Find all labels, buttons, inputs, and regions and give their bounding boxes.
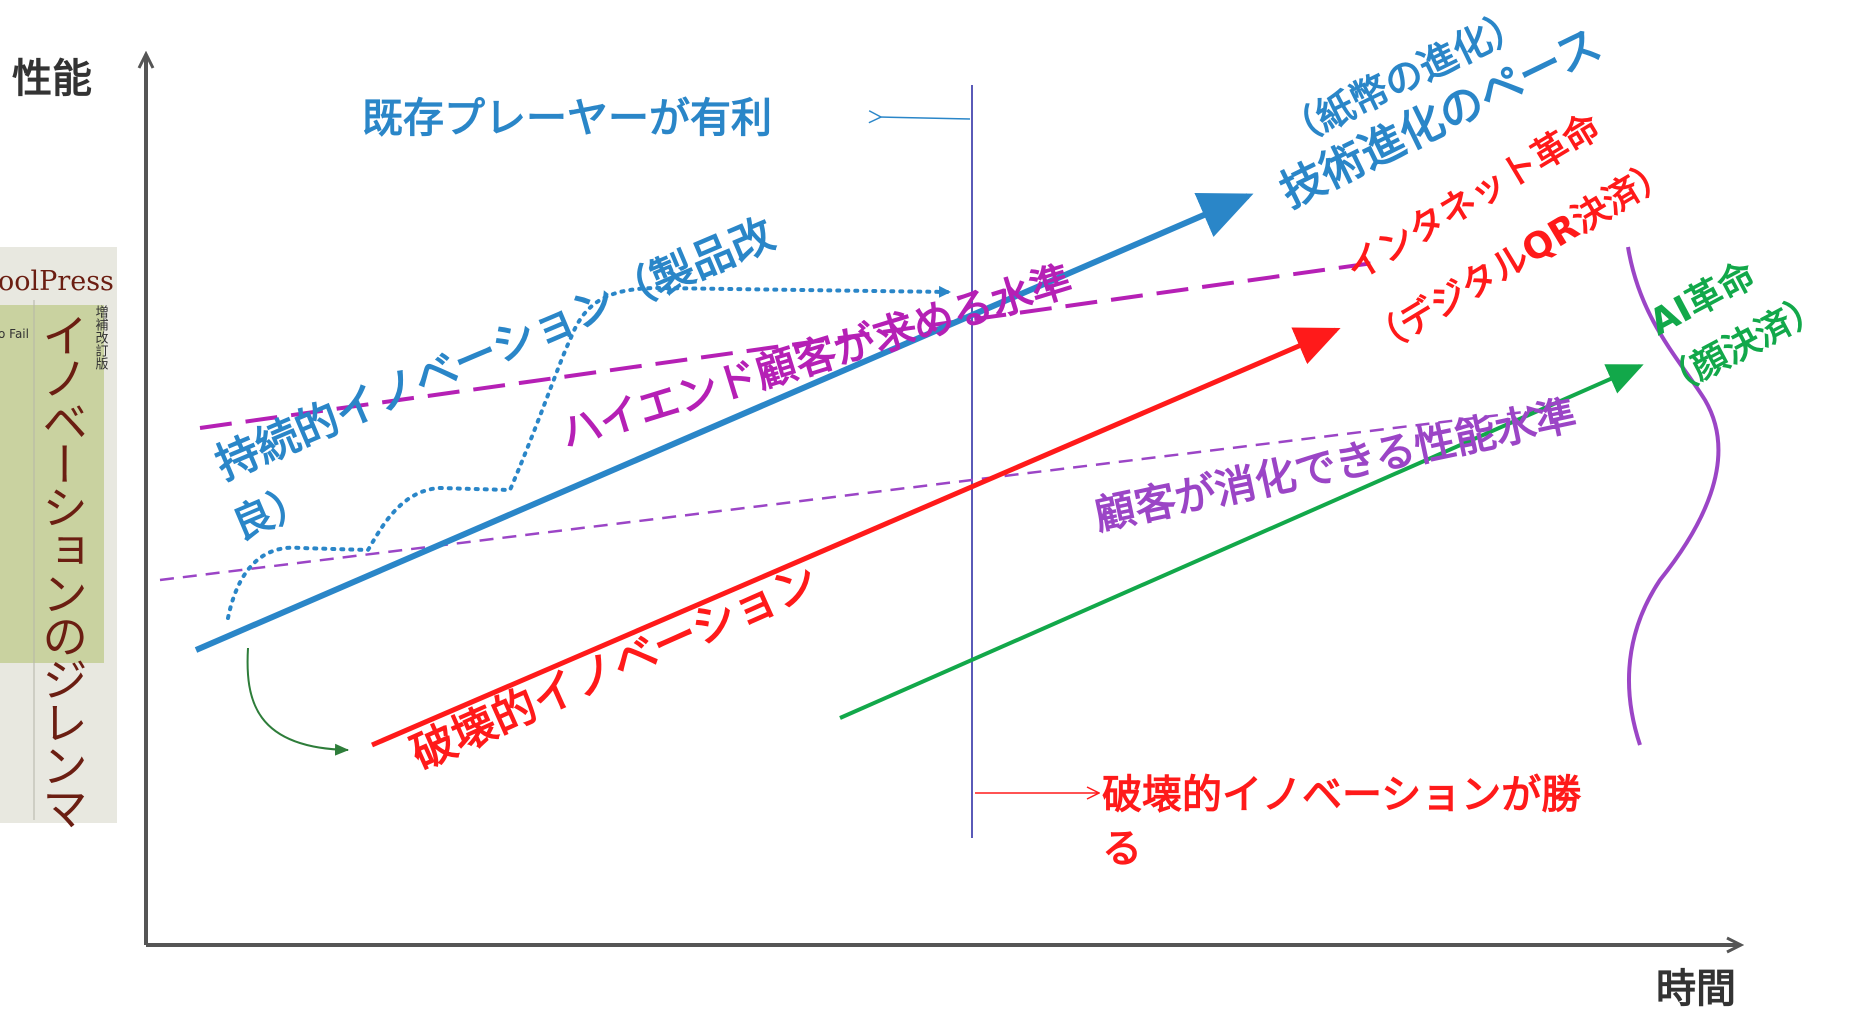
- absorbable-performance-label: 顧客が消化できる性能水準: [1090, 391, 1580, 540]
- book-title-text: イノベーションのジレンマ: [35, 312, 89, 828]
- sustaining-innovation-cont-group: 良）: [226, 476, 318, 550]
- disruptive-innovation-label: 破壊的イノベーション: [404, 555, 826, 780]
- sustaining-innovation-curve: [226, 285, 952, 620]
- high-end-demand-line: [199, 260, 1381, 430]
- incumbent-pointer: [880, 117, 971, 119]
- disruptive-wins-label: 破壊的イノベーションが勝: [1102, 772, 1582, 818]
- sustaining-innovation-cont-label: 良）: [226, 476, 318, 550]
- x-axis-label: 時間: [1656, 966, 1736, 1012]
- sustaining-innovation-label: 持続的イノベーション（製品改: [209, 209, 782, 490]
- book-subtitle-fragment: o Fail: [0, 327, 29, 341]
- incumbent-advantage-label: 既存プレーヤーが有利: [362, 94, 772, 142]
- y-axis-label: 性能: [12, 56, 92, 102]
- book-cover: oolPress o Fail 増補改訂版 イノベーションのジレンマ: [0, 247, 117, 828]
- shift-arrow: [246, 647, 349, 756]
- adoption-s-curve: [1626, 246, 1721, 746]
- disruptive-innovation-group: 破壊的イノベーション: [404, 555, 826, 780]
- book-series-text: oolPress: [0, 266, 114, 297]
- disruptive-wins-cont-label: る: [1102, 826, 1142, 872]
- absorbable-performance-group: 顧客が消化できる性能水準: [1090, 391, 1580, 540]
- tech-pace-line: [194, 192, 1254, 653]
- book-cover-panel: [0, 305, 104, 663]
- book-edition-text: 増補改訂版: [93, 305, 109, 371]
- disruptive-innovation-line: [371, 327, 1341, 748]
- sustaining-innovation-group: 持続的イノベーション（製品改: [209, 209, 782, 490]
- absorbable-performance-line: [159, 405, 1541, 582]
- ai-revolution-line: [839, 364, 1644, 720]
